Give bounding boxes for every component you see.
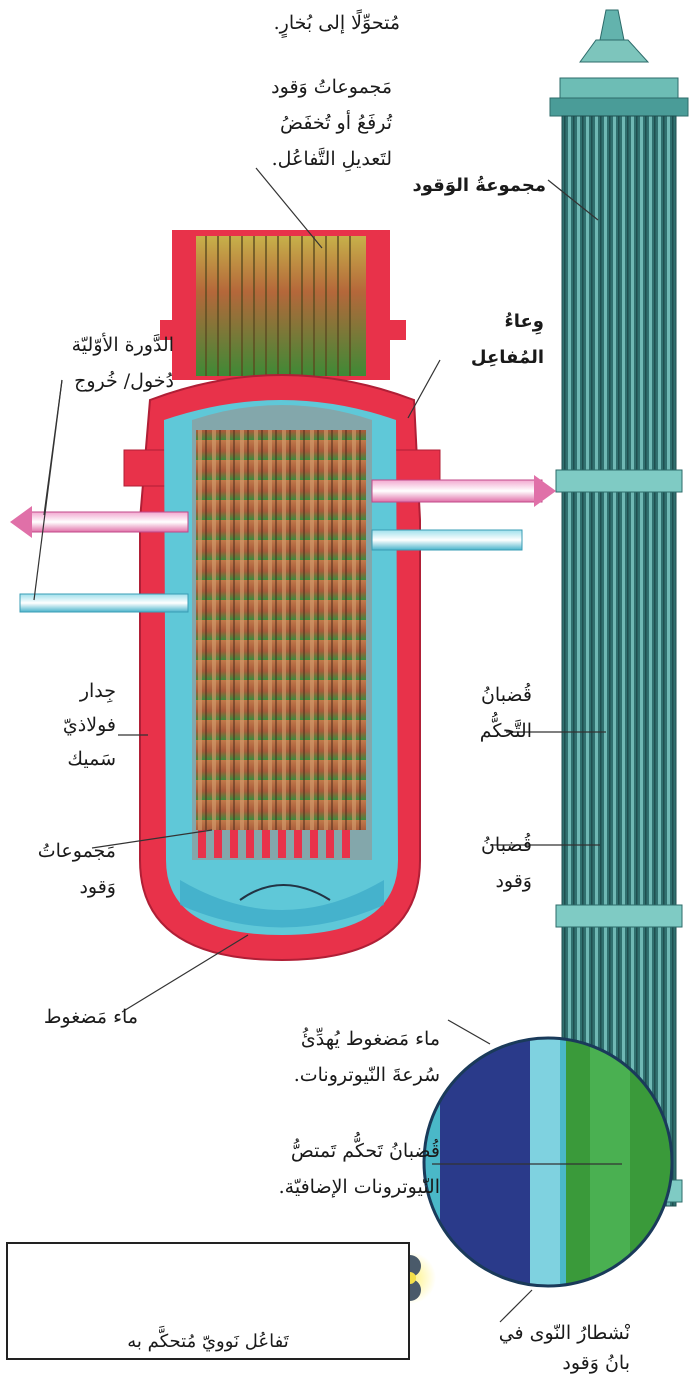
- label-raised-lowered-1: مَجموعاتُ وَقود: [172, 72, 392, 103]
- label-primary-loop-1: الدَّورة الأوّليّة: [4, 330, 174, 361]
- label-steel-wall-3: سَميك: [4, 744, 116, 775]
- label-raised-lowered-2: تُرفَعُ أو تُخفَضُ: [172, 108, 392, 139]
- label-moderator-2: سُرعةَ النّيوترونات.: [190, 1060, 440, 1091]
- label-fuel-rods-1: قُضبانُ: [420, 830, 532, 861]
- label-pressurized-water: ماء مَضغوط: [4, 1002, 138, 1033]
- fuel-assembly-column: [550, 10, 688, 1206]
- label-reactor-vessel-1: وِعاءُ: [440, 306, 544, 337]
- inset-caption: تَفاعُل نَوويّ مُتحكَّم به: [8, 1331, 408, 1352]
- label-fuel-assembly: مجموعةُ الوَقود: [380, 170, 546, 201]
- label-fuel-rods-2: وَقود: [420, 866, 532, 897]
- label-splitting-1: نْشطارُ النّوى في: [440, 1318, 630, 1349]
- label-absorb-2: النّيوترونات الإضافيّة.: [200, 1172, 440, 1203]
- label-fuel-assemblies-1: مَجموعاتُ: [4, 836, 116, 867]
- label-splitting-2: بانُ وَقود: [440, 1348, 630, 1379]
- label-fuel-assemblies-2: وَقود: [4, 872, 116, 903]
- label-raised-lowered-3: لتَعديلِ التَّفاعُل.: [172, 144, 392, 175]
- label-moderator-1: ماء مَضغوط يُهدِّئُ: [190, 1024, 440, 1055]
- label-control-rods-1: قُضبانُ: [420, 680, 532, 711]
- label-steel-wall-1: جِدار: [4, 676, 116, 707]
- fission-inset-box: تَفاعُل نَوويّ مُتحكَّم به: [6, 1242, 410, 1360]
- label-primary-loop-2: دُخول/ خُروج: [4, 366, 174, 397]
- label-control-rods-2: التَّحكُّم: [420, 716, 532, 747]
- label-absorb-1: قُضبانُ تَحكُّم تَمتصُّ: [200, 1136, 440, 1167]
- label-steam: مُتحوِّلًا إلى بُخارٍ.: [160, 8, 400, 39]
- label-steel-wall-2: فولاذيّ: [4, 710, 116, 741]
- label-reactor-vessel-2: المُفاعِل: [440, 342, 544, 373]
